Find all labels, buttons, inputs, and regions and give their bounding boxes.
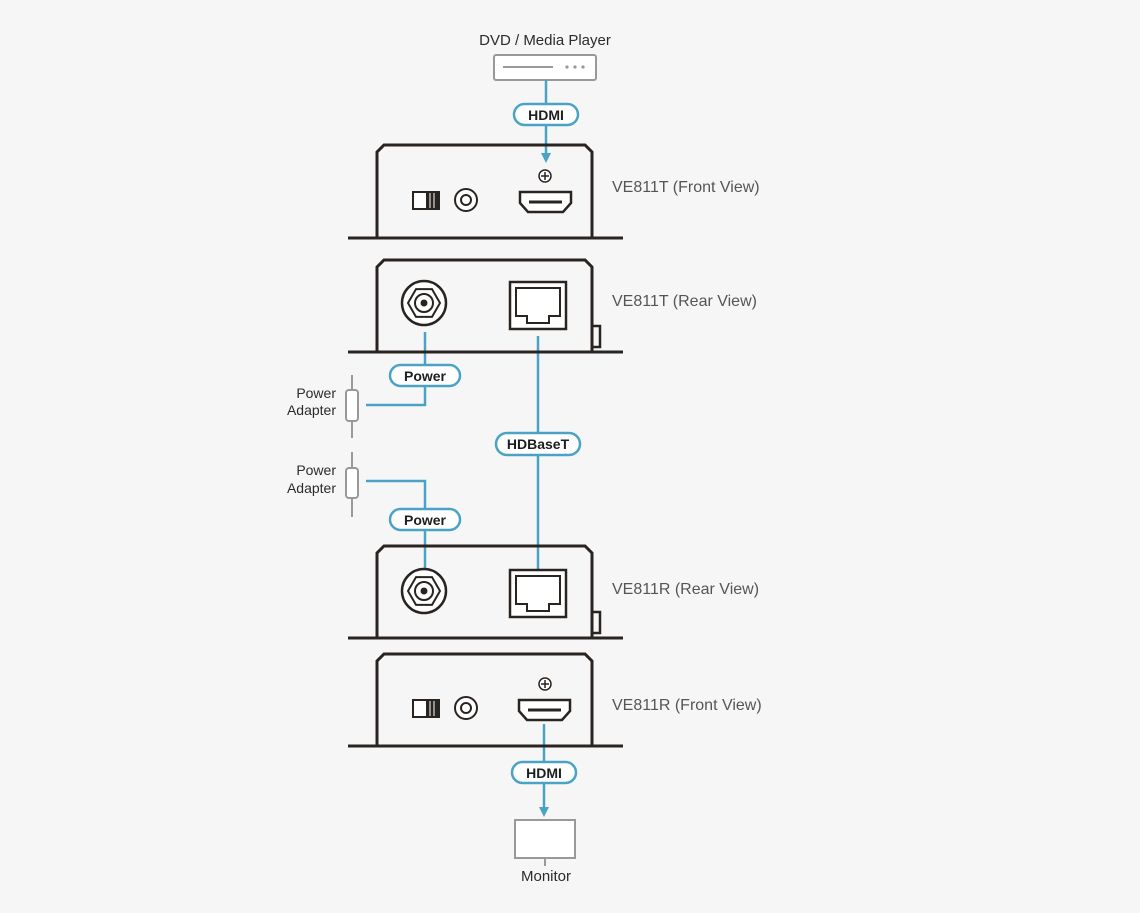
power-plug-icon xyxy=(345,467,359,499)
monitor-icon xyxy=(514,819,576,859)
power-adapter-rx-label-2: Adapter xyxy=(287,480,336,496)
power-adapter-tx-label-1: Power xyxy=(296,385,336,401)
ve811r-front-label: VE811R (Front View) xyxy=(612,697,762,714)
rj45-port xyxy=(508,280,568,331)
audio-jack xyxy=(454,696,478,720)
power-adapter-tx-label-2: Adapter xyxy=(287,402,336,418)
screw-icon xyxy=(538,169,552,183)
badge-hdbaset: HDBaseT xyxy=(494,431,582,457)
power-rx-cable xyxy=(366,479,427,572)
ve811r-rear: VE811R (Rear View) xyxy=(348,544,759,640)
power-adapter-rx-label-1: Power xyxy=(296,462,336,478)
badge-hdmi-in: HDMI xyxy=(512,102,580,127)
ve811r-rear-label: VE811R (Rear View) xyxy=(612,581,759,598)
rj45-port xyxy=(508,568,568,619)
badge-hdmi-out-label: HDMI xyxy=(526,765,562,781)
ve811r-front: VE811R (Front View) xyxy=(348,652,762,748)
ve811t-front-label: VE811T (Front View) xyxy=(612,179,760,196)
badge-power-tx: Power xyxy=(388,363,462,388)
monitor: Monitor xyxy=(514,819,576,885)
hdmi-port xyxy=(518,190,573,214)
badge-power-rx-label: Power xyxy=(404,512,447,528)
power-tx-cable xyxy=(366,332,427,407)
power-switch xyxy=(412,191,440,210)
dc-power-jack xyxy=(400,279,448,327)
power-switch xyxy=(412,699,440,718)
ve811t-rear: VE811T (Rear View) xyxy=(348,258,757,354)
badge-hdbaset-label: HDBaseT xyxy=(507,436,570,452)
screw-icon xyxy=(538,677,552,691)
ve811t-rear-label: VE811T (Rear View) xyxy=(612,293,757,310)
dvd-player-label: DVD / Media Player xyxy=(479,32,611,49)
power-adapter-rx: Power Adapter xyxy=(287,452,359,517)
dvd-player: DVD / Media Player xyxy=(479,32,611,81)
hdmi-port xyxy=(517,698,572,722)
badge-power-tx-label: Power xyxy=(404,368,447,384)
monitor-label: Monitor xyxy=(521,868,571,885)
badge-hdmi-in-label: HDMI xyxy=(528,107,564,123)
badge-hdmi-out: HDMI xyxy=(510,760,578,785)
ve811t-front: VE811T (Front View) xyxy=(348,143,760,240)
power-plug-icon xyxy=(345,389,359,422)
audio-jack xyxy=(454,188,478,212)
badge-power-rx: Power xyxy=(388,507,462,532)
dc-power-jack xyxy=(400,567,448,615)
power-adapter-tx: Power Adapter xyxy=(287,375,359,438)
